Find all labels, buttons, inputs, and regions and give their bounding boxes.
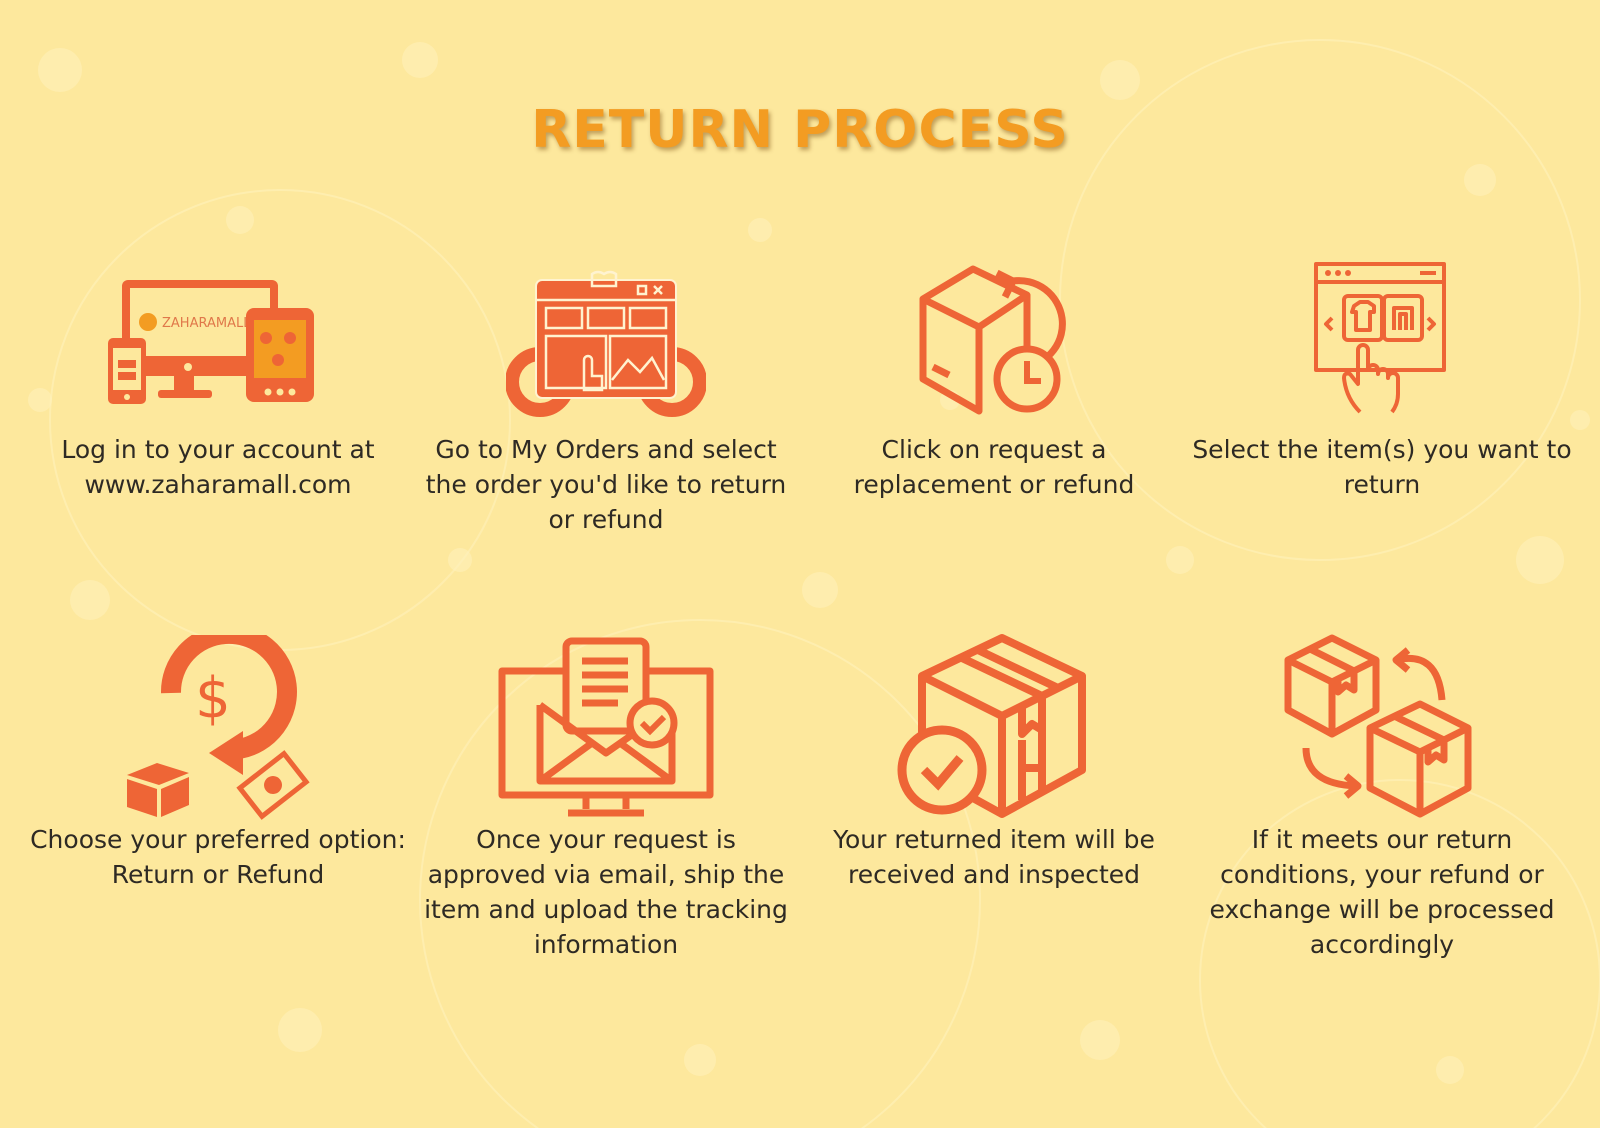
logo-text: ZAHARAMALL (162, 316, 251, 331)
step-1-text: Log in to your account at www.zaharamall… (61, 435, 375, 499)
box-received-check-icon (897, 634, 1086, 818)
devices-icon: ZAHARAMALL (108, 280, 314, 404)
step-5-text: Choose your preferred option: Return or … (30, 825, 406, 889)
select-item-browser-icon (1314, 262, 1446, 414)
box-exchange-icon (1284, 634, 1472, 818)
step-4-text: Select the item(s) you want to return (1192, 435, 1572, 499)
email-approval-icon (498, 637, 714, 817)
box-return-clock-icon (919, 265, 1066, 415)
step-3-text: Click on request a replacement or refund (853, 435, 1135, 499)
step-2-text: Go to My Orders and select the order you… (425, 435, 787, 534)
step-7-text: Your returned item will be received and … (833, 825, 1155, 889)
page-title: RETURN PROCESS (531, 100, 1069, 160)
refund-option-icon: $ (127, 635, 310, 820)
orders-window-icon (506, 270, 706, 417)
step-8-text: If it meets our return conditions, your … (1209, 825, 1555, 959)
svg-text:$: $ (195, 666, 231, 731)
step-6-text: Once your request is approved via email,… (424, 825, 788, 959)
